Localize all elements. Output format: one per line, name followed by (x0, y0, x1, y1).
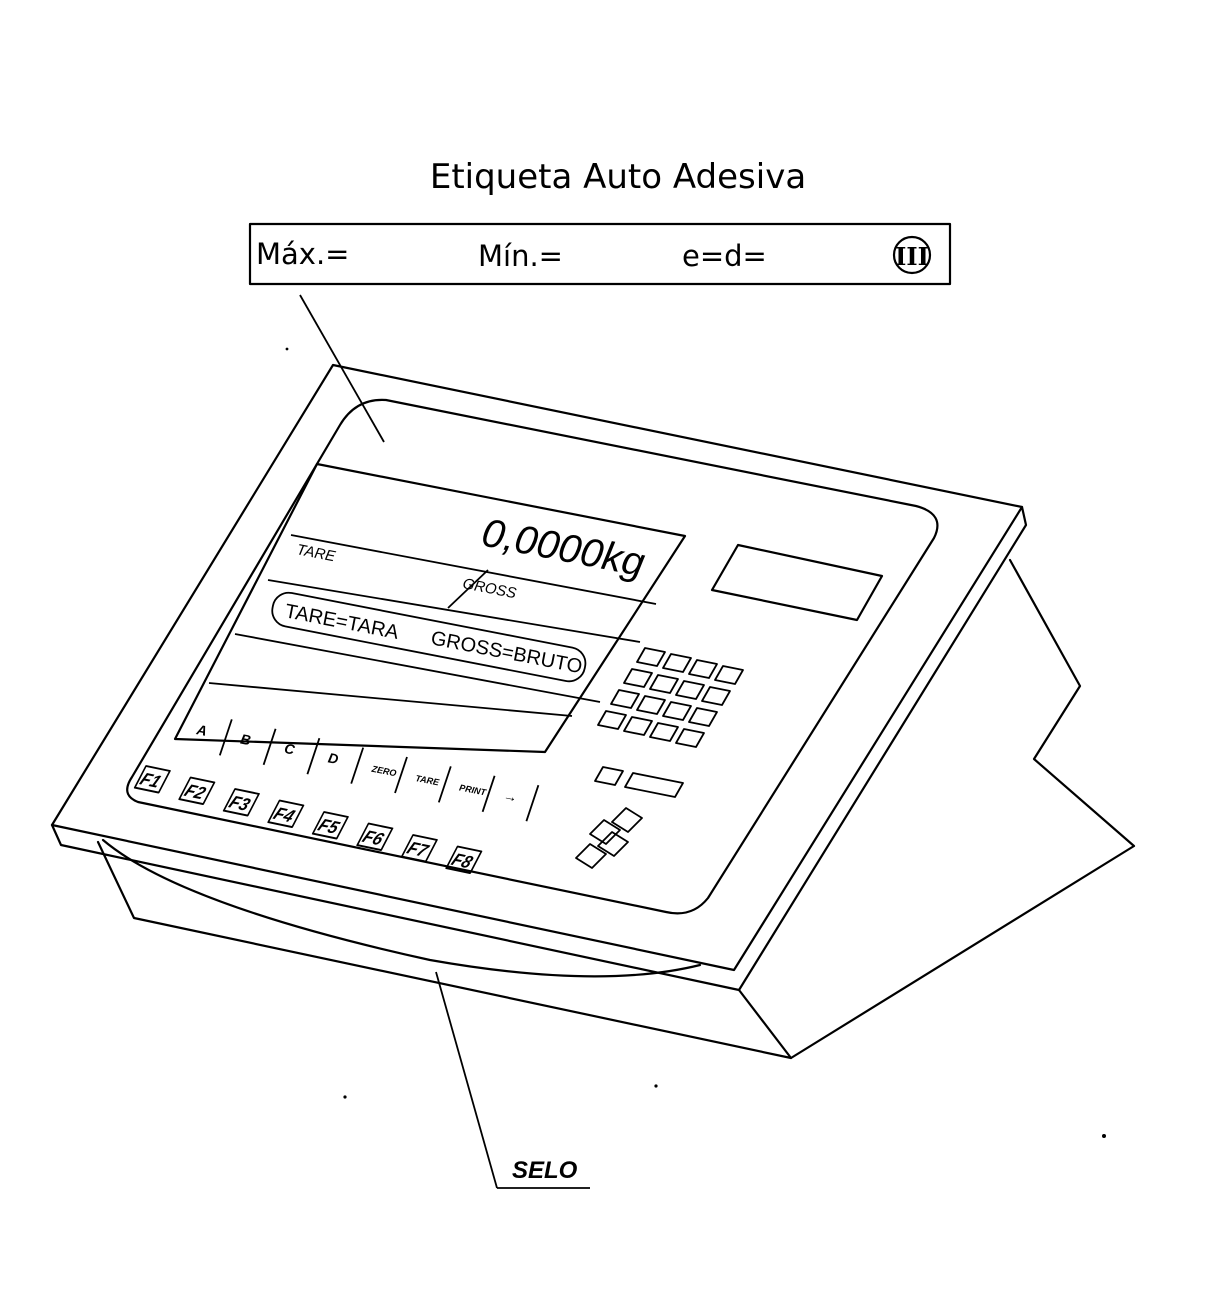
function-key-f1[interactable]: F1 (133, 765, 171, 794)
function-key-f4[interactable]: F4 (267, 799, 305, 828)
seal-strap (101, 838, 702, 978)
nav-key-2[interactable] (575, 843, 607, 869)
keypad-key[interactable] (675, 680, 705, 700)
soft-key-1[interactable]: B (239, 731, 252, 749)
numeric-keypad (594, 647, 744, 798)
label-max: Máx.= (256, 237, 349, 271)
soft-key-4[interactable]: ZERO (370, 764, 397, 779)
tare-field-label: TARE (295, 541, 337, 565)
terminal-stand (96, 558, 1136, 1060)
legend-box (271, 591, 587, 683)
scan-speck (285, 347, 289, 351)
soft-key-2[interactable]: C (283, 740, 297, 758)
keypad-key[interactable] (623, 668, 653, 688)
function-key-frame (267, 799, 305, 828)
keypad-key[interactable] (649, 674, 679, 694)
soft-key-7[interactable]: → (502, 787, 519, 805)
function-key-f7[interactable]: F7 (400, 834, 438, 863)
function-key-frame (222, 788, 260, 817)
keypad-key[interactable] (636, 695, 666, 715)
display-divider-4 (208, 682, 573, 717)
navigation-keys (575, 807, 643, 869)
scan-speck (1102, 1134, 1106, 1138)
function-key-frame (133, 765, 171, 794)
function-key-f3[interactable]: F3 (222, 788, 260, 817)
keypad-key[interactable] (688, 707, 718, 727)
display-divider-3 (234, 633, 601, 703)
display-divider-1 (290, 534, 657, 605)
soft-key-3[interactable]: D (327, 749, 340, 767)
keypad-key[interactable] (610, 689, 640, 709)
soft-key-divider (218, 719, 233, 756)
front-panel (126, 398, 939, 915)
soft-key-divider (262, 728, 277, 766)
soft-key-divider (437, 766, 452, 803)
function-key-label: F1 (137, 769, 165, 792)
keypad-key[interactable] (594, 766, 624, 786)
keypad-key[interactable] (701, 686, 731, 706)
nav-key-1[interactable] (611, 807, 643, 833)
drawing-title: Etiqueta Auto Adesiva (430, 157, 806, 197)
accuracy-class-mark: III (895, 242, 929, 271)
keypad-key[interactable] (636, 647, 666, 667)
keypad-key[interactable] (662, 701, 692, 721)
soft-key-divider (350, 747, 365, 784)
display-divider-2 (267, 579, 641, 643)
soft-key-divider (306, 737, 321, 775)
soft-key-6[interactable]: PRINT (458, 783, 488, 798)
label-e-d: e=d= (682, 239, 767, 273)
soft-key-0[interactable]: A (194, 721, 208, 739)
keypad-key[interactable] (662, 653, 692, 673)
keypad-key[interactable] (675, 728, 705, 748)
soft-key-divider (481, 775, 496, 813)
soft-key-divider (525, 784, 540, 822)
tare-gross-separator (447, 569, 489, 609)
label-leader-line (299, 294, 385, 443)
function-key-frame (311, 811, 349, 840)
scan-speck (343, 1095, 347, 1099)
keypad-key[interactable] (649, 722, 679, 742)
seal-callout: SELO (435, 971, 590, 1189)
gross-field-label: GROSS (461, 575, 517, 602)
display-frame (173, 462, 687, 754)
nav-key-3[interactable] (597, 831, 629, 857)
function-key-f6[interactable]: F6 (356, 822, 394, 851)
function-key-f2[interactable]: F2 (178, 776, 216, 805)
stand-edge (737, 988, 793, 1060)
soft-key-5[interactable]: TARE (415, 773, 441, 788)
terminal-body (50, 363, 1136, 1060)
function-key-frame (400, 834, 438, 863)
nav-key-0[interactable] (589, 819, 621, 845)
keypad-key[interactable] (597, 710, 627, 730)
label-frame (248, 222, 952, 286)
seal-leader-line (435, 971, 498, 1189)
scan-speck (654, 1084, 658, 1088)
accuracy-class-circle (892, 235, 932, 275)
adhesive-label: Máx.= Mín.= e=d= III (248, 222, 952, 286)
function-key-frame (356, 822, 394, 851)
weight-readout: 0,0000kg (478, 511, 648, 586)
seal-label: SELO (512, 1157, 578, 1184)
secondary-display (710, 543, 884, 622)
keypad-wide-key[interactable] (624, 772, 684, 798)
function-key-f8[interactable]: F8 (445, 845, 483, 874)
function-key-frame (178, 776, 216, 805)
label-min: Mín.= (478, 239, 563, 273)
function-key-frame (445, 845, 483, 874)
keypad-key[interactable] (714, 665, 744, 685)
function-key-f5[interactable]: F5 (311, 811, 349, 840)
keypad-key[interactable] (688, 659, 718, 679)
keypad-key[interactable] (623, 716, 653, 736)
soft-key-divider (394, 756, 408, 794)
